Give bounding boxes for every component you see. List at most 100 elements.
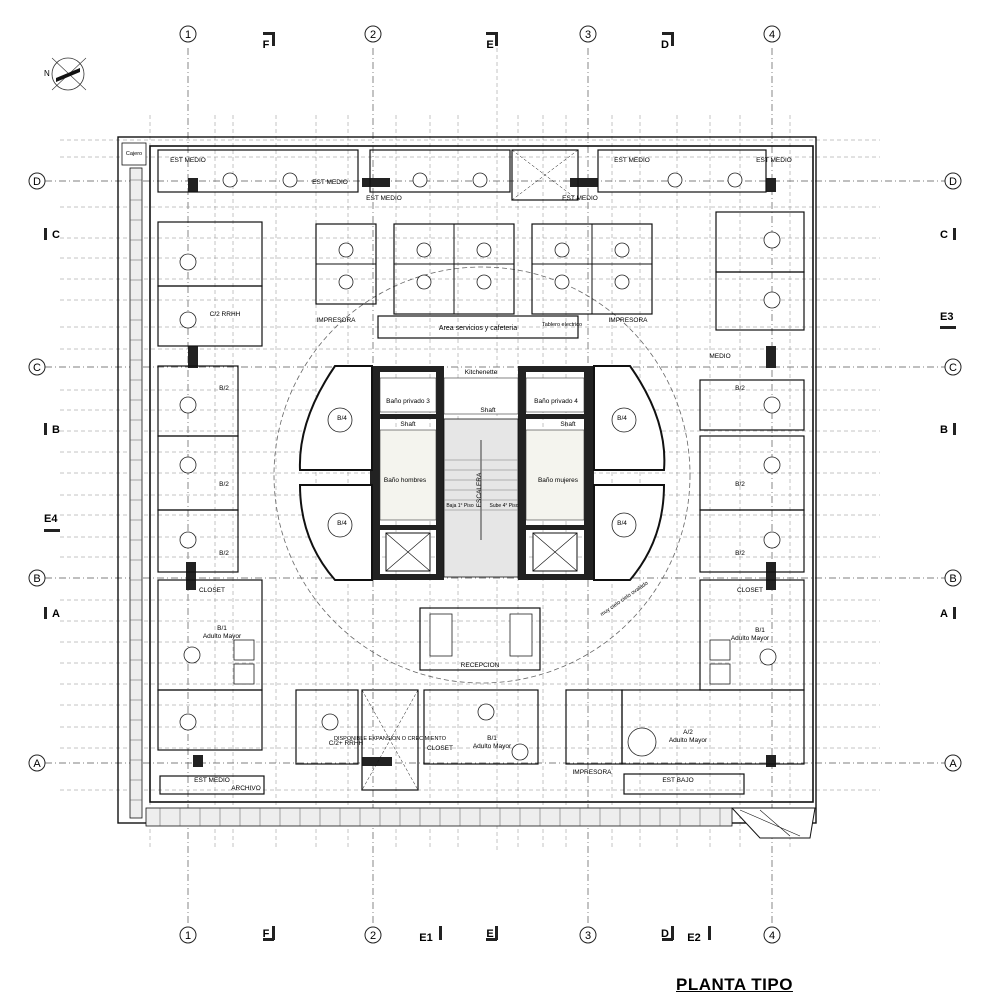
axis-label: 1 [185, 29, 191, 41]
axis-label: C [949, 362, 957, 374]
curtain-wall-hatch [130, 179, 142, 801]
room-label-bath-women: Baño mujeres [538, 477, 579, 484]
section-label: A [52, 608, 60, 620]
room-label-archivo: ARCHIVO [231, 785, 261, 792]
axis-label: B [949, 573, 956, 585]
room-label-shaft: Shaft [480, 407, 495, 414]
room-label-b2: B/2 [735, 481, 745, 488]
room-label-medio: MEDIO [709, 353, 730, 360]
room-label-est: EST MEDIO [312, 179, 348, 186]
section-label: D [661, 39, 669, 51]
section-label: C [52, 229, 60, 241]
room-label-baja: Baja 1° Piso [446, 503, 474, 509]
section-label: F [263, 39, 270, 51]
section-label: E3 [940, 311, 953, 323]
axis-bubbles-right: D C B A [944, 172, 962, 772]
room-label-b1: B/1 [755, 627, 765, 634]
room-label-b4: B/4 [617, 520, 627, 527]
room-label-kitchenette: Kitchenette [465, 369, 498, 376]
left-offices [157, 221, 263, 751]
room-label-shaft: Shaft [400, 421, 415, 428]
axis-label: A [949, 758, 957, 770]
section-label: E2 [687, 932, 700, 944]
room-label-bath-3: Baño privado 3 [386, 398, 430, 405]
room-label-est: EST MEDIO [614, 157, 650, 164]
room-label-tablero: Tablero electrico [542, 322, 582, 328]
bottom-strip-hatch [159, 808, 721, 826]
room-label-bath-men: Baño hombres [384, 477, 427, 484]
room-label-adulto: Adulto Mayor [203, 633, 242, 640]
room-label-adulto: Adulto Mayor [473, 743, 512, 750]
room-label-closet: CLOSET [737, 587, 763, 594]
axis-1-top [179, 25, 197, 43]
curved-meeting-rooms [298, 365, 666, 581]
room-label-service: Area servicios y cafeteria [439, 325, 517, 332]
room-label-est: EST MEDIO [756, 157, 792, 164]
axis-label: 4 [769, 29, 775, 41]
room-label-b4: B/4 [337, 415, 347, 422]
room-label-impresora: IMPRESORA [572, 769, 612, 776]
top-workstations [157, 149, 767, 201]
axis-bubbles-bottom: 1 2 3 4 [179, 926, 781, 944]
room-label-impresora: IMPRESORA [608, 317, 648, 324]
room-label-adulto: Adulto Mayor [669, 737, 708, 744]
reception-area [419, 607, 541, 671]
right-offices [621, 211, 805, 765]
plan-title: PLANTA TIPO [676, 975, 793, 994]
structural-columns [186, 178, 776, 767]
axis-label: D [33, 176, 41, 188]
building-envelope [117, 136, 817, 839]
room-label-est: EST MEDIO [170, 157, 206, 164]
axis-2-top [364, 25, 382, 43]
room-label-bath-4: Baño privado 4 [534, 398, 578, 405]
axis-4-top [763, 25, 781, 43]
axis-label: 4 [769, 930, 775, 942]
section-markers-bottom: F E1 E D E2 [263, 926, 711, 944]
room-label-stair: ESCALERA [476, 472, 483, 507]
room-label-b4: B/4 [337, 520, 347, 527]
section-label: E4 [44, 513, 58, 525]
room-label-est: EST MEDIO [366, 195, 402, 202]
axis-3-top [579, 25, 597, 43]
room-label-b4: B/4 [617, 415, 627, 422]
room-label-c2: C/2 RRHH [210, 311, 241, 318]
bottom-offices [159, 689, 745, 795]
axis-label: 3 [585, 930, 591, 942]
room-label-c2-b: C/2+ RRHH [329, 740, 364, 747]
room-label-closet: CLOSET [427, 745, 453, 752]
axis-label: 2 [370, 29, 376, 41]
axis-bubbles-top: 1 2 3 4 [179, 25, 781, 43]
room-label-b1: B/1 [487, 735, 497, 742]
section-label: E [486, 39, 493, 51]
room-label-a2: A/2 [683, 729, 693, 736]
north-label: N [44, 69, 50, 78]
room-label-shaft: Shaft [560, 421, 575, 428]
room-label-cajero: Cajero [126, 151, 142, 157]
room-label-est: EST BAJO [662, 777, 693, 784]
room-label-b2: B/2 [219, 481, 229, 488]
open-office-clusters [315, 223, 653, 339]
section-label: B [52, 424, 60, 436]
room-label-closet: CLOSET [199, 587, 225, 594]
axis-label: 2 [370, 930, 376, 942]
room-label-adulto: Adulto Mayor [731, 635, 770, 642]
room-label-b1: B/1 [217, 625, 227, 632]
section-label: E1 [419, 932, 432, 944]
room-label-impresora: IMPRESORA [316, 317, 356, 324]
room-label-b2: B/2 [735, 550, 745, 557]
oval-ceiling-outline [273, 266, 691, 684]
room-label-b2: B/2 [219, 550, 229, 557]
axis-label: 3 [585, 29, 591, 41]
axis-label: C [33, 362, 41, 374]
section-label: F [263, 928, 270, 940]
section-label: E [486, 928, 493, 940]
axis-label: A [33, 758, 41, 770]
room-label-est: EST MEDIO [562, 195, 598, 202]
axis-label: 1 [185, 930, 191, 942]
north-arrow-icon: N [44, 57, 87, 91]
room-label-b2: B/2 [219, 385, 229, 392]
axis-bubbles-left: D C B A [28, 172, 46, 772]
section-label: B [940, 424, 948, 436]
axis-label: B [33, 573, 40, 585]
